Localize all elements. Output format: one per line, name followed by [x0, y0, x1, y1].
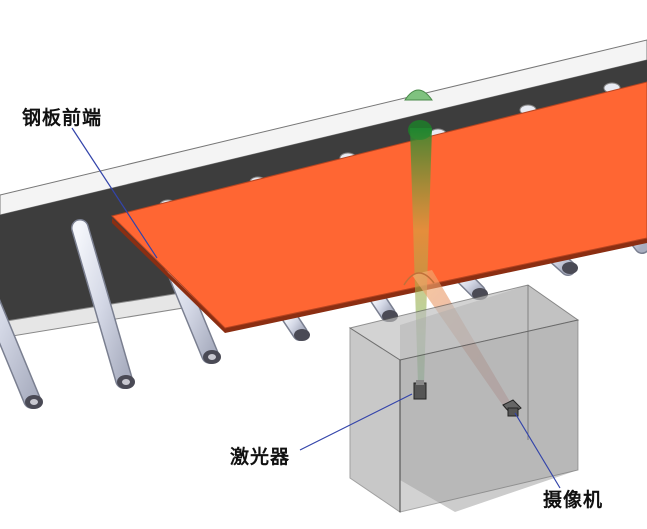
laser-beam [410, 128, 432, 385]
laser-dome-bottom [403, 272, 435, 286]
enclosure-front [349, 327, 401, 513]
enclosure-box [348, 284, 580, 513]
label-camera: 摄像机 [543, 489, 604, 511]
leader-steel-front [71, 127, 158, 259]
laser-device [413, 380, 427, 400]
camera-device [502, 399, 522, 417]
conveyor-top-rail [0, 39, 647, 216]
label-laser: 激光器 [230, 446, 291, 468]
leader-laser [299, 393, 413, 451]
laser-dome-top [404, 89, 433, 101]
steel-plate-top [111, 81, 647, 329]
roller [0, 299, 43, 409]
roller [280, 307, 310, 341]
label-steel-front: 钢板前端 [22, 107, 103, 129]
leader-camera [514, 412, 561, 489]
roller [71, 219, 135, 389]
steel-plate [111, 81, 647, 333]
